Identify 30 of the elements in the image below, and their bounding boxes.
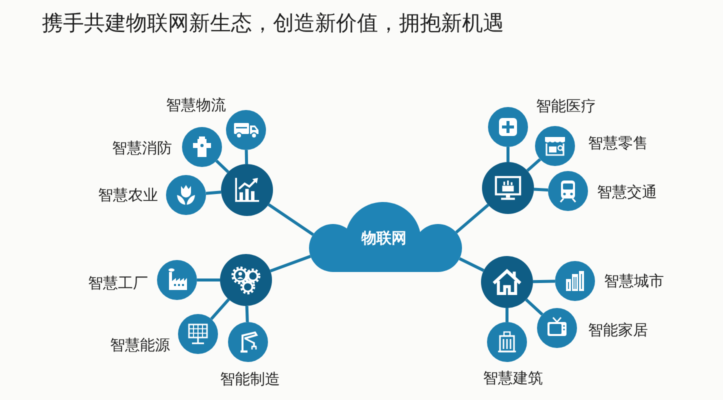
node-label: 智慧能源 — [110, 336, 170, 354]
node-label: 智慧城市 — [604, 272, 664, 290]
connector-line — [215, 160, 230, 174]
node-label: 智能家居 — [588, 321, 648, 339]
connector-line — [526, 158, 542, 172]
connector-line — [245, 306, 249, 322]
connector-line — [244, 150, 248, 164]
connector-line — [455, 204, 490, 234]
connector-line — [197, 278, 220, 282]
connector-line — [206, 190, 222, 195]
title: 携手共建物联网新生态，创造新价值，拥抱新机遇 — [42, 10, 504, 37]
node-label: 智能制造 — [220, 370, 280, 388]
connector-line — [534, 188, 548, 192]
connector-line — [270, 254, 311, 272]
node-label: 智慧消防 — [112, 139, 172, 157]
connector-line — [458, 257, 484, 272]
connector-line — [506, 308, 508, 322]
connector-line — [532, 280, 556, 284]
connector-line — [525, 298, 544, 316]
node-label: 智慧工厂 — [88, 274, 148, 292]
node-label: 智慧物流 — [166, 96, 226, 114]
node-label: 智慧零售 — [588, 134, 648, 152]
node-label: 物联网 — [362, 229, 406, 247]
node-label: 智慧建筑 — [483, 369, 543, 387]
node-label: 智慧交通 — [597, 183, 657, 201]
node-label: 智慧农业 — [98, 186, 158, 204]
connector-line — [210, 298, 230, 320]
connector-line — [268, 203, 314, 236]
connector-line — [506, 147, 510, 162]
node-label: 智能医疗 — [536, 97, 596, 115]
